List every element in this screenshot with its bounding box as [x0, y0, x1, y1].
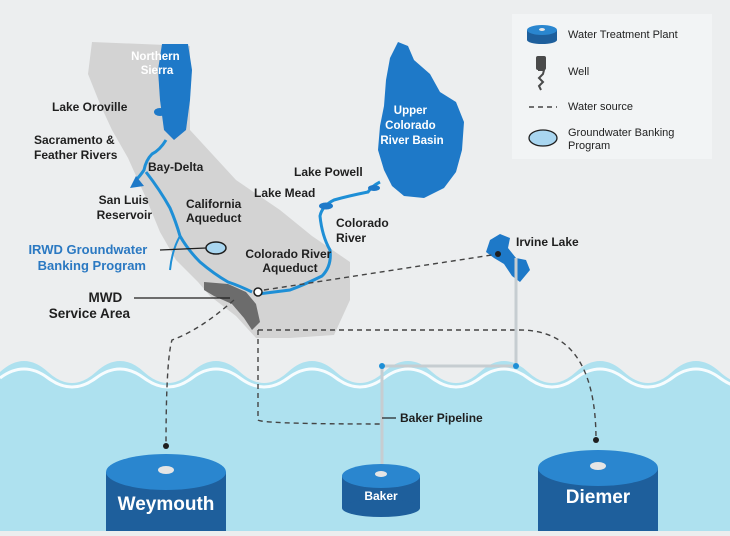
label-california-aqueduct: California Aqueduct — [186, 197, 245, 225]
sacramento-feather-rivers — [134, 139, 168, 182]
aqueduct-branch — [169, 235, 181, 271]
aqueduct-terminus-marker — [253, 287, 263, 297]
mwd-service-area — [204, 282, 260, 330]
label-colorado-aqueduct: Colorado River Aqueduct — [245, 247, 334, 275]
irvine-lake-shape — [486, 234, 530, 282]
legend-label-well: Well — [568, 66, 589, 78]
well-icon — [536, 56, 546, 91]
diemer-plant — [538, 450, 658, 531]
plant-label-diemer: Diemer — [566, 487, 631, 508]
label-lake-oroville: Lake Oroville — [52, 100, 128, 114]
label-san-luis: San Luis Reservoir — [97, 193, 153, 222]
pipeline-joint-1 — [513, 363, 519, 369]
source-dot-irvine — [495, 251, 501, 257]
bay-delta-marker — [130, 176, 144, 188]
plant-label-weymouth: Weymouth — [118, 494, 215, 515]
label-mwd-service: MWD Service Area — [49, 290, 131, 321]
label-sacramento-feather: Sacramento & Feather Rivers — [34, 133, 118, 162]
irwd-groundwater-banking-marker — [205, 241, 227, 255]
water-treatment-plant-icon — [527, 25, 557, 44]
label-lake-mead: Lake Mead — [254, 186, 315, 200]
lake-oroville-marker — [154, 108, 166, 116]
legend-label-water-source: Water source — [568, 101, 633, 113]
northern-sierra-region — [158, 44, 192, 140]
label-northern-sierra: Northern Sierra — [131, 51, 183, 77]
label-lake-powell: Lake Powell — [294, 165, 363, 179]
source-dot-diemer — [593, 437, 599, 443]
water-source-lines — [165, 253, 597, 470]
groundwater-banking-icon — [528, 129, 558, 147]
label-colorado-river: Colorado River — [336, 216, 392, 245]
colorado-river — [257, 180, 381, 296]
weymouth-plant — [106, 454, 226, 531]
label-baker-pipeline: Baker Pipeline — [400, 411, 483, 425]
legend-label-plant: Water Treatment Plant — [568, 29, 678, 41]
label-upper-colorado: Upper Colorado River Basin — [380, 105, 443, 147]
label-irwd-program: IRWD Groundwater Banking Program — [28, 242, 151, 273]
lake-mead-marker — [319, 202, 333, 210]
label-irvine-lake: Irvine Lake — [516, 235, 579, 249]
irwd-pointer — [159, 247, 207, 251]
lake-powell-marker — [368, 185, 380, 191]
legend: Water Treatment Plant Well Water source … — [512, 14, 712, 159]
california-landmass — [88, 42, 350, 338]
upper-colorado-basin — [378, 42, 464, 198]
california-aqueduct — [144, 171, 253, 294]
label-bay-delta: Bay-Delta — [148, 160, 204, 174]
baker-plant — [342, 464, 420, 517]
pipeline-joint-2 — [379, 363, 385, 369]
legend-label-groundwater: Groundwater Banking Program — [568, 127, 677, 152]
source-dot-weymouth — [163, 443, 169, 449]
plant-label-baker: Baker — [364, 489, 398, 503]
